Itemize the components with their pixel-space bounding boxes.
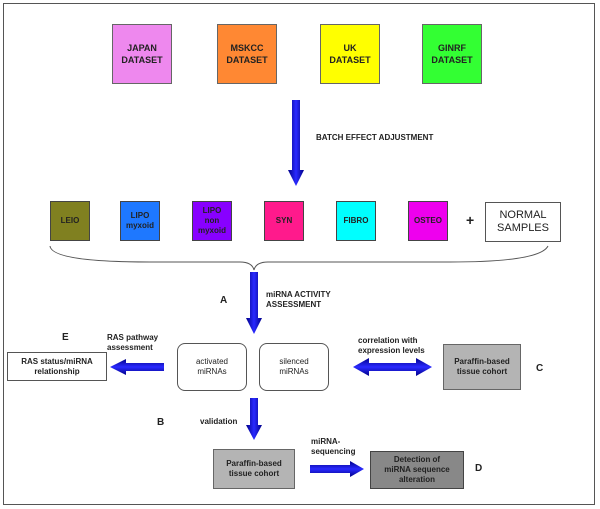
batch-effect-label: BATCH EFFECT ADJUSTMENT [316, 133, 434, 142]
label-e: E [62, 332, 69, 343]
paraffin-cohort-c-box: Paraffin-based tissue cohort [443, 344, 521, 390]
arrow-mirna-activity [246, 272, 262, 334]
plus-sign: + [466, 212, 475, 228]
class-box-osteo: OSTEO [408, 201, 448, 241]
paraffin-cohort-b-box: Paraffin-based tissue cohort [213, 449, 295, 489]
class-label: LEIO [60, 216, 80, 225]
class-box-lipo-myxoid: LIPO myxoid [120, 201, 160, 241]
dataset-label: JAPAN DATASET [121, 43, 163, 65]
arrow-mirna-sequencing [310, 461, 364, 477]
silenced-label: silenced miRNAs [279, 357, 309, 376]
class-box-fibro: FIBRO [336, 201, 376, 241]
dataset-box-japan: JAPAN DATASET [112, 24, 172, 84]
class-label: LIPO non myxoid [197, 206, 226, 235]
arrow-validation [246, 398, 262, 440]
mirna-activity-label: miRNA ACTIVITY ASSESSMENT [266, 290, 331, 309]
class-label: LIPO myxoid [125, 211, 154, 230]
arrow-batch-adjustment [288, 100, 304, 186]
activated-label: activated miRNAs [195, 357, 229, 376]
label-a: A [220, 295, 228, 306]
label-b: B [157, 417, 165, 428]
activated-mirnas-box: activated miRNAs [177, 343, 247, 391]
class-label: FIBRO [343, 216, 369, 225]
dataset-box-ginrf: GINRF DATASET [422, 24, 482, 84]
class-box-leio: LEIO [50, 201, 90, 241]
ras-pathway-label: RAS pathway assessment [107, 333, 159, 352]
classes-brace [49, 245, 549, 271]
dataset-box-uk: UK DATASET [320, 24, 380, 84]
dataset-label: GINRF DATASET [431, 43, 473, 65]
diagram-frame [3, 3, 595, 505]
detection-label: Detection of miRNA sequence alteration [384, 455, 450, 484]
silenced-mirnas-box: silenced miRNAs [259, 343, 329, 391]
label-d: D [475, 463, 483, 474]
dataset-box-mskcc: MSKCC DATASET [217, 24, 277, 84]
class-box-syn: SYN [264, 201, 304, 241]
correlation-label: correlation with expression levels [358, 336, 425, 355]
arrow-correlation [353, 358, 432, 376]
mirna-sequencing-label: miRNA- sequencing [311, 437, 356, 456]
normal-samples-label: NORMAL SAMPLES [497, 209, 549, 234]
class-label: SYN [275, 216, 293, 225]
class-box-lipo-non-myxoid: LIPO non myxoid [192, 201, 232, 241]
dataset-label: MSKCC DATASET [226, 43, 268, 65]
validation-label: validation [200, 417, 238, 426]
ras-status-box: RAS status/miRNA relationship [7, 352, 107, 381]
paraffin-b-label: Paraffin-based tissue cohort [226, 459, 282, 478]
ras-status-label: RAS status/miRNA relationship [21, 356, 93, 376]
detection-box: Detection of miRNA sequence alteration [370, 451, 464, 489]
class-label: OSTEO [413, 216, 442, 225]
dataset-label: UK DATASET [329, 43, 371, 65]
label-c: C [536, 363, 544, 374]
normal-samples-box: NORMAL SAMPLES [485, 202, 561, 242]
paraffin-c-label: Paraffin-based tissue cohort [454, 357, 510, 376]
arrow-ras-pathway [110, 359, 164, 375]
